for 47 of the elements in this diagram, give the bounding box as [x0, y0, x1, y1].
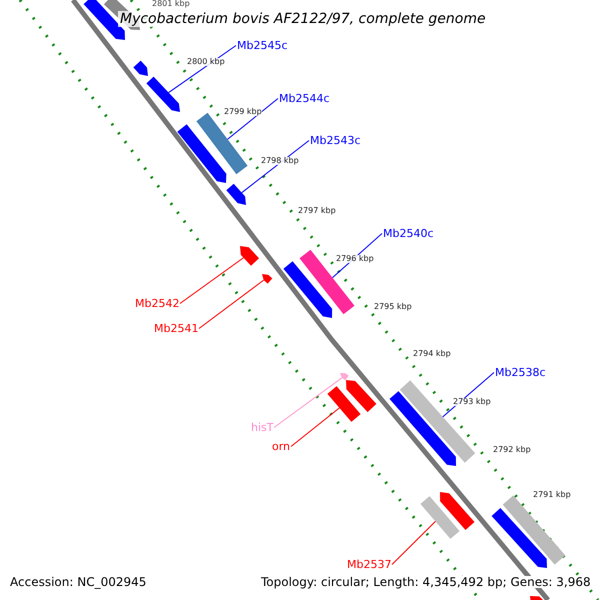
tick-label: 2796 kbp — [336, 255, 374, 263]
leader-line — [392, 520, 436, 565]
gene-name: Mb2542 — [135, 298, 180, 309]
gene-feature — [196, 112, 248, 174]
gene-name: hisT — [251, 422, 274, 433]
tick-label: 2800 kbp — [187, 58, 225, 66]
tick-label: 2791 kbp — [533, 491, 571, 499]
gene-feature — [492, 508, 547, 568]
gene-feature — [240, 246, 259, 266]
gene-name: Mb2537 — [347, 559, 392, 570]
gene-feature — [327, 386, 361, 422]
gene-name: Mb2543c — [310, 135, 361, 146]
accession-text: Accession: NC_002945 — [10, 576, 146, 588]
gene-name: Mb2540c — [383, 228, 434, 239]
gene-name: Mb2538c — [495, 367, 546, 378]
gene-feature — [262, 274, 272, 284]
gene-name: Mb2545c — [237, 40, 288, 51]
leader-line — [290, 407, 340, 447]
tick-label: 2794 kbp — [413, 350, 451, 358]
gene-feature — [420, 496, 460, 539]
gene-feature — [346, 380, 376, 412]
tick-label: 2798 kbp — [261, 157, 299, 165]
leader-line — [241, 140, 310, 194]
tick-label: 2793 kbp — [453, 398, 491, 406]
gene-feature — [300, 250, 354, 314]
tick-label: 2795 kbp — [374, 303, 412, 311]
gene-feature — [340, 373, 349, 380]
gene-feature — [283, 261, 332, 318]
tick-label: 2801 kbp — [152, 0, 190, 8]
tick-label: 2797 kbp — [298, 207, 336, 215]
gene-name: Mb2541 — [154, 323, 198, 334]
gene-feature — [226, 184, 246, 205]
gene-name: orn — [272, 441, 290, 452]
leader-line — [198, 280, 264, 329]
leader-line — [227, 98, 278, 140]
leader-line — [274, 377, 342, 428]
leader-line — [180, 257, 244, 304]
genome-info-text: Topology: circular; Length: 4,345,492 bp; Genes: 3,968 — [261, 576, 591, 588]
gene-feature — [440, 492, 474, 530]
gene-feature — [133, 60, 148, 76]
title: Mycobacterium bovis AF2122/97, complete genome — [118, 11, 488, 27]
gene-name: Mb2544c — [279, 93, 330, 104]
gene-feature — [146, 76, 180, 112]
tick-label: 2799 kbp — [224, 108, 262, 116]
gene-feature — [177, 124, 226, 183]
gene-feature — [400, 380, 476, 463]
tick-label: 2792 kbp — [493, 446, 531, 454]
